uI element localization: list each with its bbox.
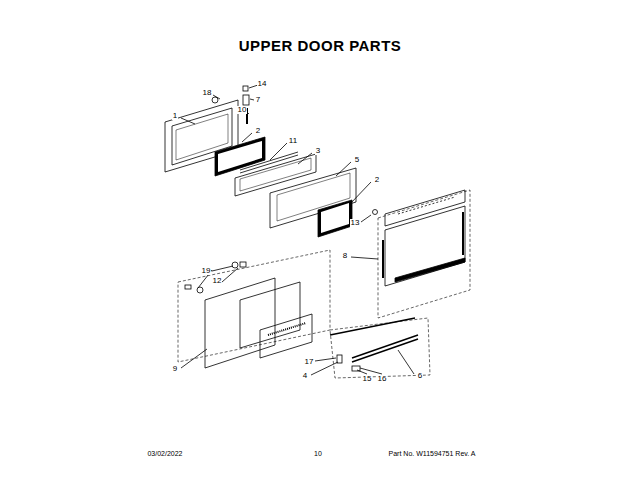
callout-number: 9 — [172, 365, 178, 373]
footer-text: 03/02/2022 — [147, 450, 182, 457]
footer-text: Part No. W11594751 Rev. A — [389, 450, 476, 457]
callout-number: 18 — [202, 89, 213, 97]
page-title: UPPER DOOR PARTS — [239, 38, 402, 53]
callout-number: 5 — [354, 156, 360, 164]
callout-number: 7 — [255, 96, 261, 104]
callout-number: 10 — [237, 106, 248, 114]
callout-number: 2 — [255, 127, 261, 135]
footer-text: 10 — [314, 450, 322, 457]
callout-number: 17 — [304, 358, 315, 366]
callout-number: 2 — [374, 176, 380, 184]
callout-number: 12 — [212, 277, 223, 285]
callout-number: 1 — [172, 112, 178, 120]
callout-number: 13 — [350, 219, 361, 227]
callout-number: 19 — [201, 267, 212, 275]
callout-number: 4 — [302, 372, 308, 380]
callout-number: 15 — [362, 375, 373, 383]
callout-number: 3 — [315, 147, 321, 155]
callout-number: 6 — [417, 372, 423, 380]
callout-number: 14 — [257, 80, 268, 88]
callout-number: 11 — [288, 137, 298, 145]
callout-number: 16 — [377, 375, 388, 383]
callout-number: 8 — [342, 252, 348, 260]
